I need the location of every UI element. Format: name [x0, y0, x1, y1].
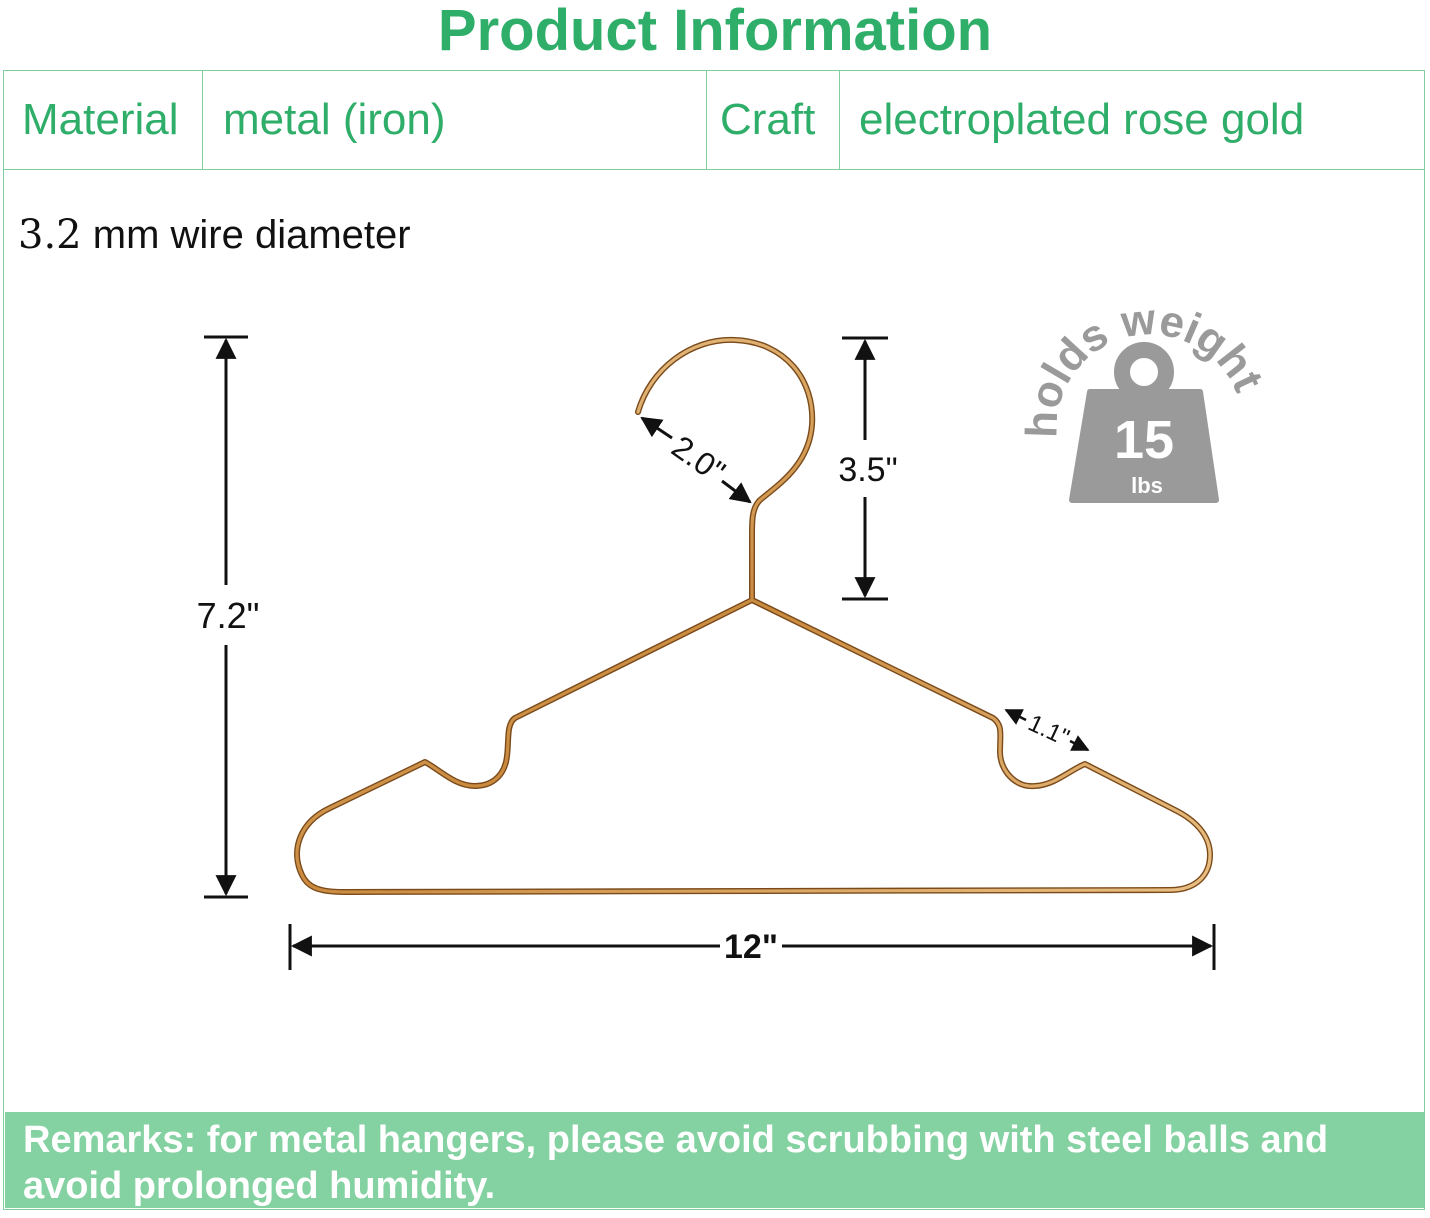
notch-width-dimension [1004, 708, 1090, 752]
craft-value: electroplated rose gold [859, 95, 1305, 144]
hook-height-label: 3.5" [838, 451, 897, 489]
material-label: Material [4, 71, 203, 169]
weight-icon [1069, 342, 1219, 503]
hook-height-dimension [842, 336, 888, 601]
craft-label: Craft [707, 71, 840, 169]
hanger-outline [294, 336, 1213, 895]
material-value: metal (iron) [203, 71, 707, 169]
remarks-banner: Remarks: for metal hangers, please avoid… [5, 1112, 1424, 1208]
badge-unit: lbs [1131, 473, 1163, 498]
wire-diameter-value: 3.2 [18, 212, 82, 258]
wire-diameter-text: mm wire diameter [92, 213, 411, 257]
hanger-diagram: 7.2" 3.5" 2.0" 1.1" 12" [197, 335, 1216, 970]
notch-width-label: 1.1" [1024, 710, 1073, 752]
weight-capacity-badge: holds weight up to 15 lbs [1010, 262, 1270, 503]
height-label: 7.2" [197, 595, 260, 636]
badge-weight: 15 [1114, 410, 1174, 470]
spec-row: Material metal (iron) Craft electroplate… [3, 70, 1425, 170]
height-dimension [204, 335, 248, 899]
page-title: Product Information [437, 0, 993, 63]
wire-diameter: 3.2 mm wire diameter [18, 212, 411, 258]
hook-width-label: 2.0" [665, 428, 731, 490]
width-label: 12" [724, 928, 778, 966]
width-dimension [288, 924, 1216, 970]
hook-width-dimension [640, 416, 752, 504]
